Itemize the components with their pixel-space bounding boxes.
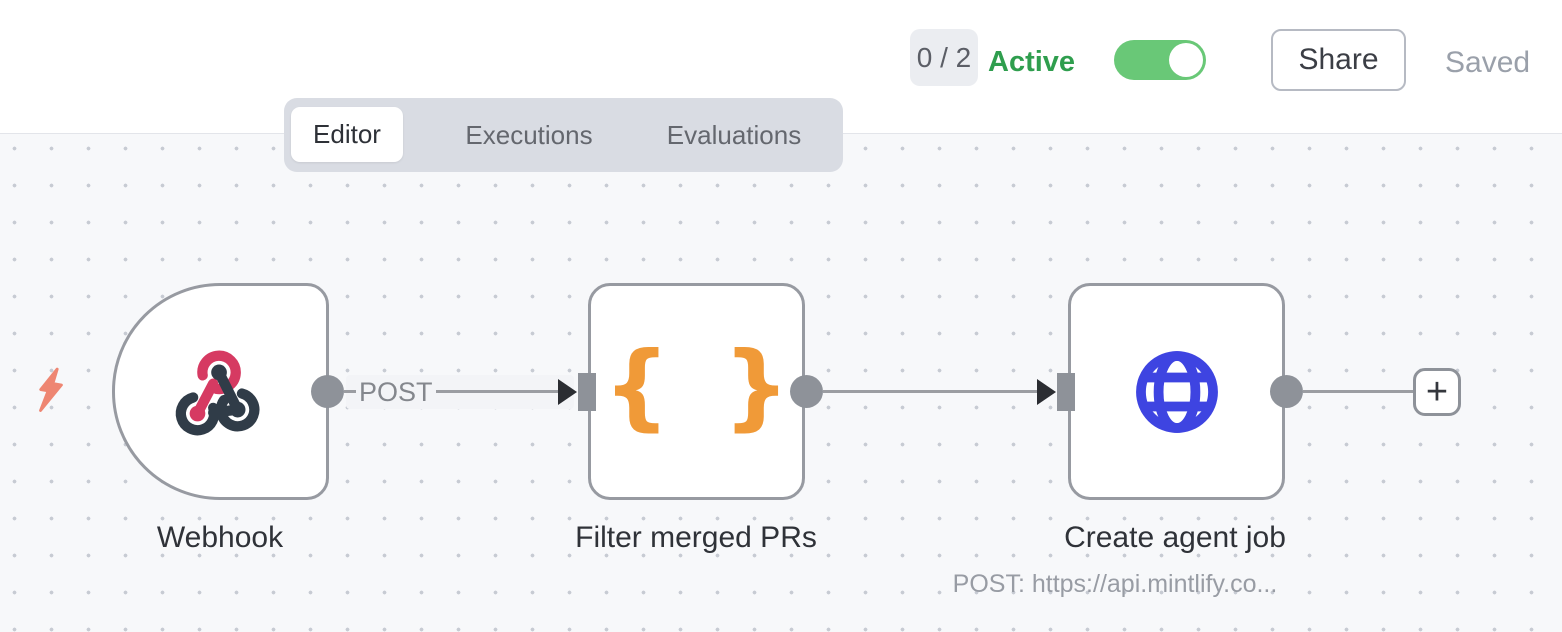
- wire-agent-to-add[interactable]: [1303, 390, 1415, 393]
- active-label: Active: [988, 46, 1076, 78]
- output-port-webhook[interactable]: [311, 375, 344, 408]
- share-button[interactable]: Share: [1271, 29, 1406, 91]
- input-port-filter[interactable]: [578, 373, 596, 411]
- input-port-agent[interactable]: [1057, 373, 1075, 411]
- wire-webhook-to-filter[interactable]: [344, 390, 560, 393]
- node-sublabel-agent: POST: https://api.mintlify.co...: [952, 570, 1278, 598]
- output-port-filter[interactable]: [790, 375, 823, 408]
- view-tabbar: Editor Executions Evaluations: [284, 98, 843, 172]
- node-create-agent-job[interactable]: [1068, 283, 1285, 500]
- wire-label-post: POST: [356, 377, 436, 408]
- webhook-icon: [175, 350, 259, 435]
- node-label-filter: Filter merged PRs: [575, 521, 817, 554]
- toggle-knob: [1169, 43, 1203, 77]
- tab-executions[interactable]: Executions: [465, 119, 593, 150]
- braces-icon: { }: [603, 331, 800, 441]
- node-label-agent: Create agent job: [1064, 521, 1286, 554]
- execution-count-badge[interactable]: 0 / 2: [910, 29, 978, 86]
- wire-filter-to-agent[interactable]: [823, 390, 1039, 393]
- output-port-agent[interactable]: [1270, 375, 1303, 408]
- trigger-bolt-icon: [39, 367, 63, 412]
- node-label-webhook: Webhook: [156, 521, 284, 554]
- active-toggle[interactable]: [1114, 40, 1206, 80]
- saved-status: Saved: [1445, 46, 1531, 79]
- tab-evaluations[interactable]: Evaluations: [666, 119, 802, 150]
- node-filter-merged-prs[interactable]: { }: [588, 283, 805, 500]
- add-node-button[interactable]: +: [1413, 368, 1461, 416]
- input-arrow-filter: [558, 379, 577, 405]
- node-webhook[interactable]: [112, 283, 329, 500]
- globe-icon: [1135, 350, 1218, 433]
- tab-editor[interactable]: Editor: [291, 107, 403, 162]
- input-arrow-agent: [1037, 379, 1056, 405]
